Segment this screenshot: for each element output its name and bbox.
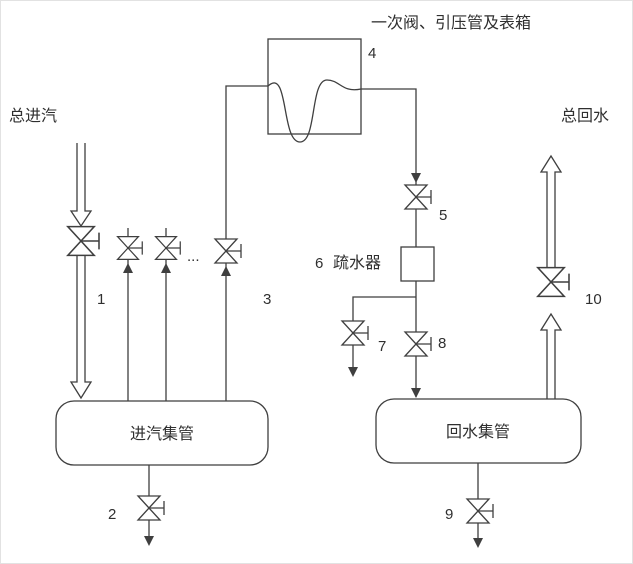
valve-2-number: 2 bbox=[108, 506, 116, 523]
ellipsis-label: ... bbox=[187, 248, 200, 265]
labels: 一次阀、引压管及表箱 总进汽 总回水 进汽集管 回水集管 疏水器 ... 1 2… bbox=[9, 14, 609, 523]
steam-trap-box bbox=[400, 246, 435, 282]
return-header-label: 回水集管 bbox=[446, 423, 510, 441]
valve-3-icon bbox=[214, 238, 242, 264]
valve-1-icon bbox=[67, 225, 100, 257]
valve-8-icon bbox=[404, 331, 432, 357]
steam-trap-number: 6 bbox=[315, 255, 323, 272]
valve-7-icon bbox=[341, 320, 369, 346]
valve-5-number: 5 bbox=[439, 207, 447, 224]
pipes bbox=[127, 85, 479, 540]
impulse-pipe-curve bbox=[267, 79, 362, 143]
valve-8-number: 8 bbox=[438, 335, 446, 352]
valves bbox=[67, 184, 570, 524]
valve-2-icon bbox=[137, 495, 165, 521]
return-header-box bbox=[375, 398, 582, 464]
return-water-arrow-lower bbox=[539, 312, 563, 399]
caption-label: 一次阀、引压管及表箱 bbox=[371, 14, 531, 32]
valve-1-number: 1 bbox=[97, 291, 105, 308]
water-return-label: 总回水 bbox=[561, 107, 609, 125]
arrowhead-down-valve-2-drain bbox=[144, 536, 154, 546]
meter-box-number: 4 bbox=[368, 45, 376, 62]
steam-inlet-arrow-upper bbox=[69, 143, 93, 228]
arrowhead-up-branch-1 bbox=[123, 263, 133, 273]
arrowhead-down-return-header bbox=[411, 388, 421, 398]
valve-branch-b-icon bbox=[154, 235, 181, 261]
return-water-arrow-upper bbox=[539, 154, 563, 267]
valve-10-icon bbox=[537, 266, 570, 298]
steam-trap-label: 疏水器 bbox=[333, 254, 381, 272]
valve-5-icon bbox=[404, 184, 432, 210]
arrowhead-down-valve-7-drain bbox=[348, 367, 358, 377]
valve-3-number: 3 bbox=[263, 291, 271, 308]
steam-header-label: 进汽集管 bbox=[130, 425, 194, 443]
arrowhead-down-valve-5 bbox=[411, 173, 421, 183]
valve-10-number: 10 bbox=[585, 291, 602, 308]
pipe-trap-tee bbox=[352, 281, 417, 332]
pipe-valve3-to-meter-box bbox=[225, 85, 268, 401]
arrowhead-up-valve-3 bbox=[221, 266, 231, 276]
flow-arrowheads bbox=[123, 173, 483, 548]
arrowhead-up-branch-2 bbox=[161, 263, 171, 273]
arrowhead-down-valve-9-drain bbox=[473, 538, 483, 548]
valve-7-number: 7 bbox=[378, 338, 386, 355]
valve-branch-a-icon bbox=[116, 235, 143, 261]
steam-inlet-arrow-lower bbox=[69, 256, 93, 400]
steam-header-box bbox=[55, 400, 269, 466]
valve-9-icon bbox=[466, 498, 494, 524]
steam-supply-label: 总进汽 bbox=[9, 107, 57, 125]
pipe-meter-box-to-valve5 bbox=[361, 88, 417, 185]
valve-9-number: 9 bbox=[445, 506, 453, 523]
meter-box bbox=[267, 38, 362, 135]
